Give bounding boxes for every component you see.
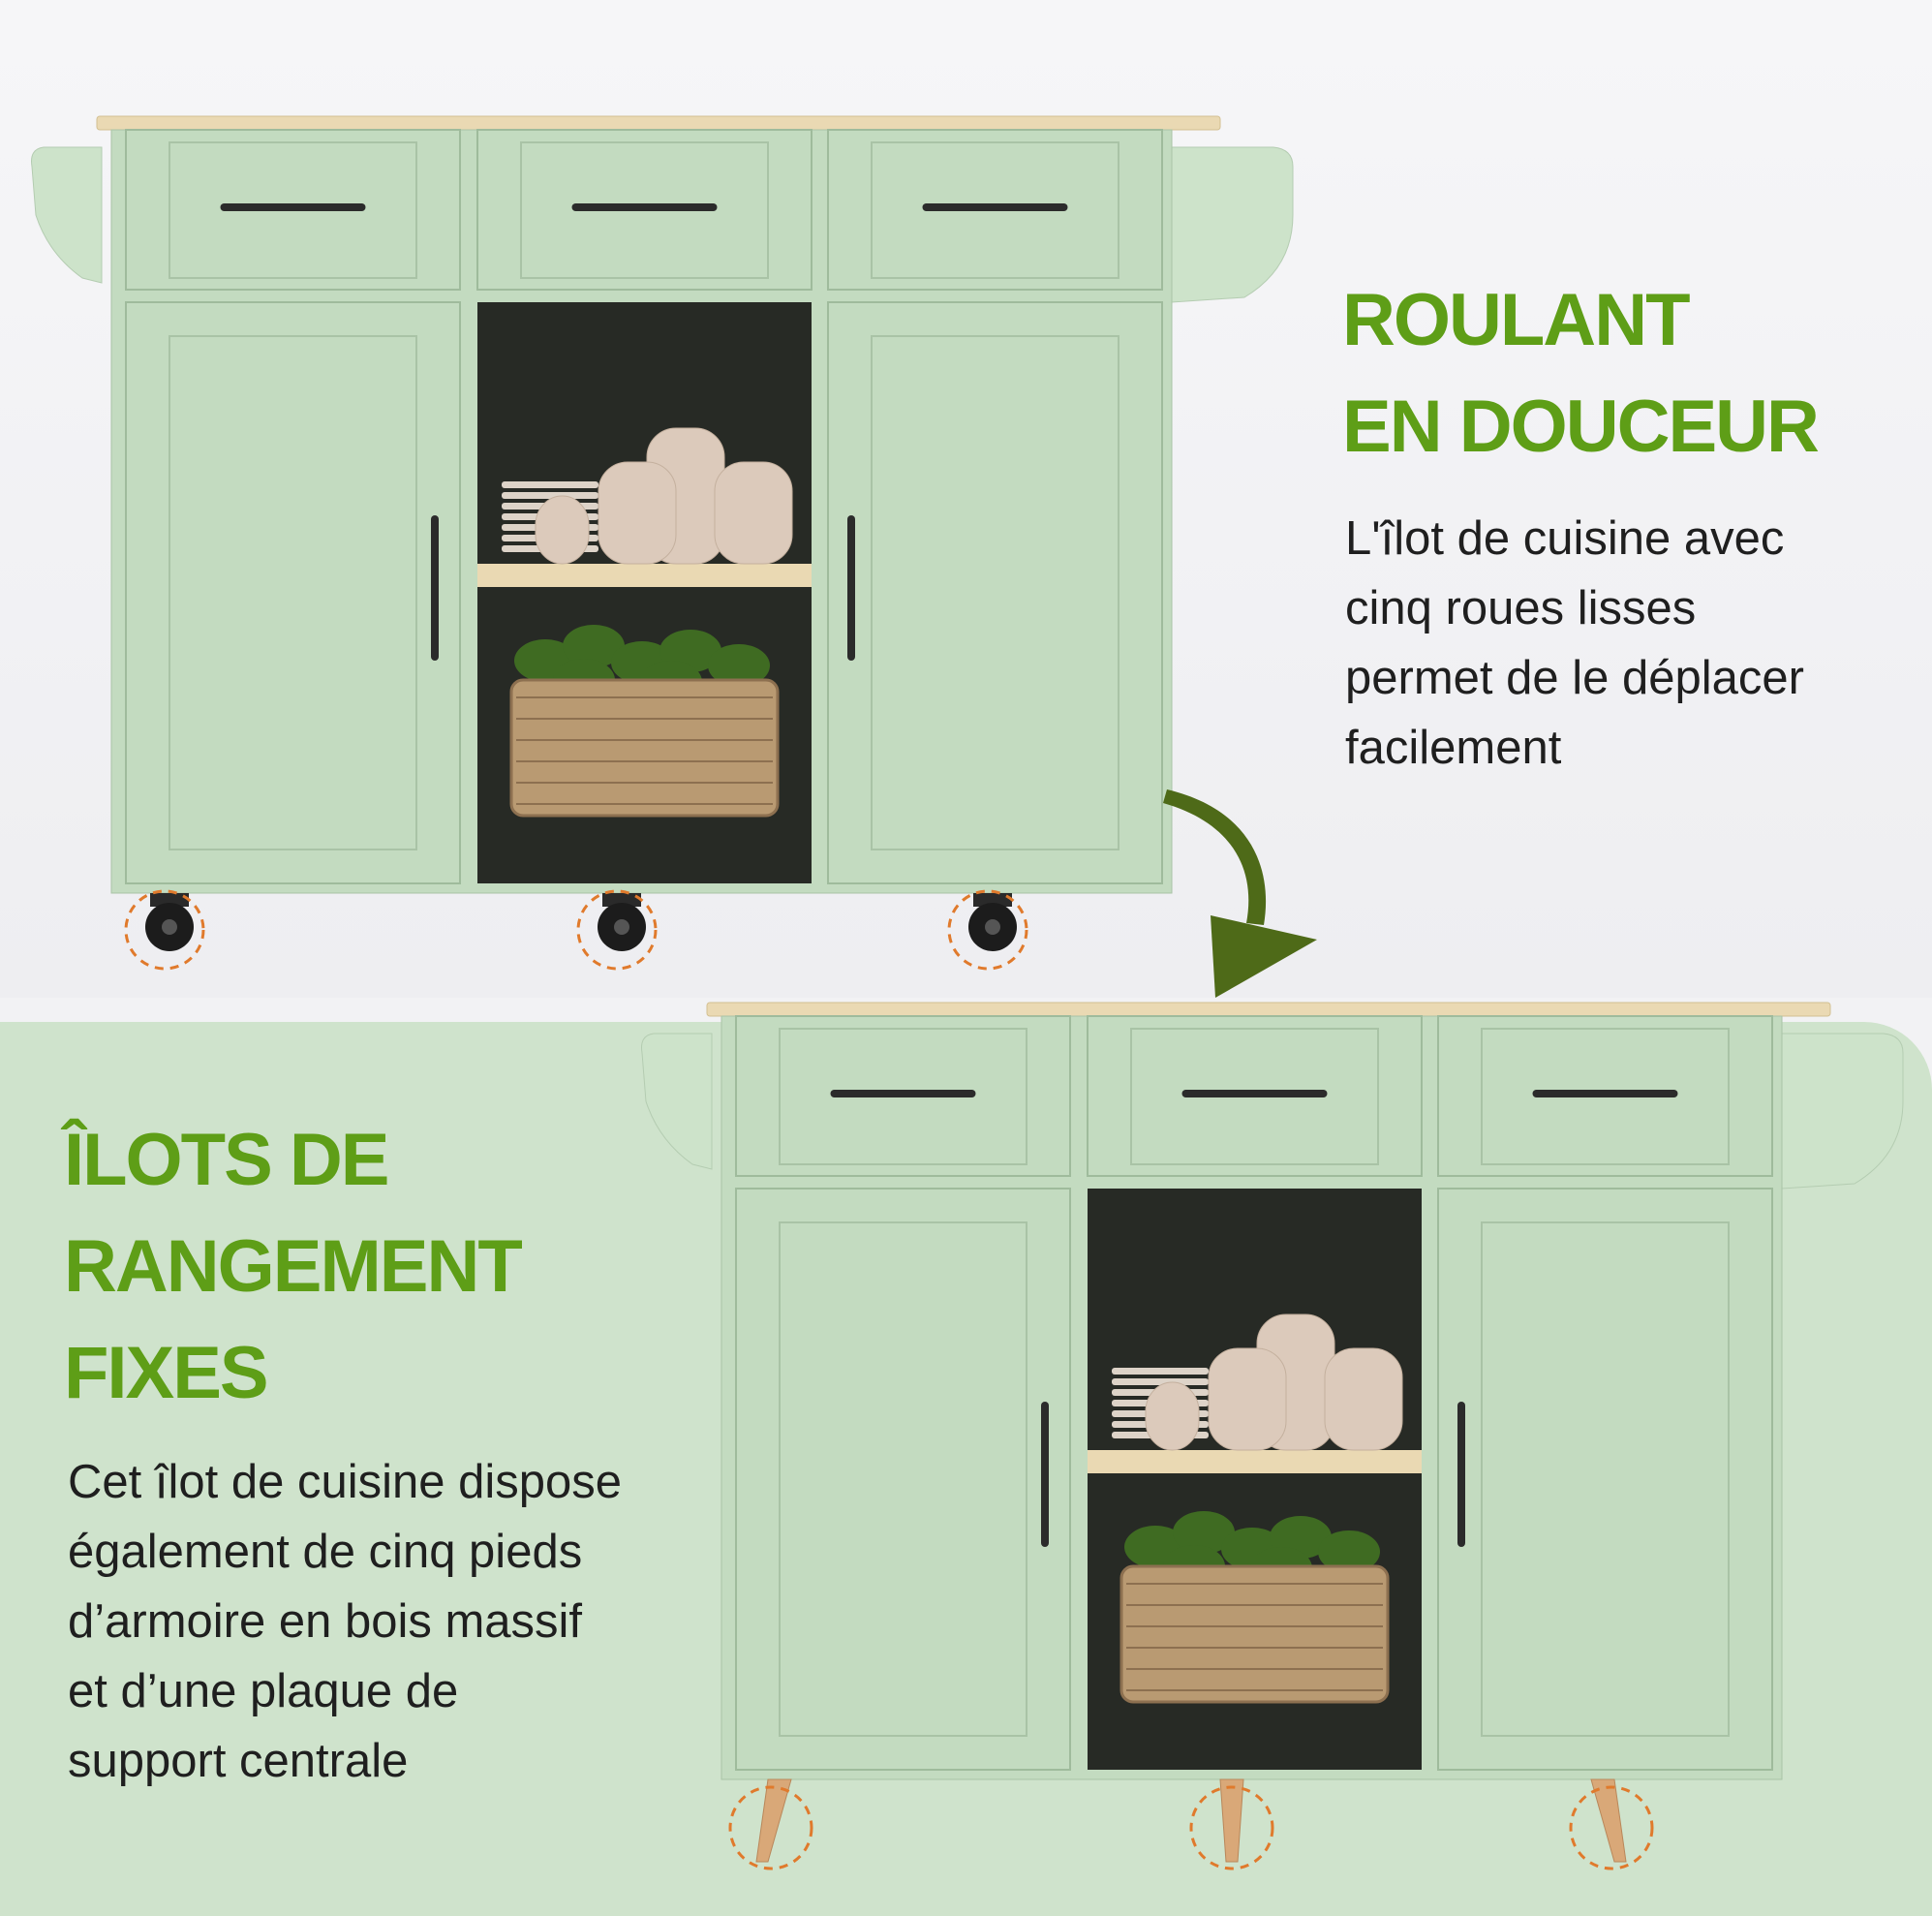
description-line: permet de le déplacer — [1345, 652, 1804, 704]
description-line: L'îlot de cuisine avec — [1345, 512, 1785, 565]
cabinet-door — [735, 1188, 1071, 1771]
side-panel-right — [1781, 1033, 1904, 1190]
vase — [1208, 1347, 1287, 1451]
wicker-basket — [509, 678, 780, 818]
door-front — [735, 1188, 1071, 1771]
side-panel-left — [31, 146, 103, 284]
door-handle — [1457, 1402, 1465, 1547]
door-handle — [1041, 1402, 1049, 1547]
drawer-handle — [571, 203, 718, 211]
door-handle — [847, 515, 855, 661]
cabinet-illustration — [641, 1002, 1904, 1870]
dashed-circle-icon — [1569, 1785, 1654, 1870]
vase — [535, 495, 590, 565]
heading-line: EN DOUCEUR — [1342, 386, 1820, 468]
cabinet-door — [125, 301, 461, 884]
caster-mount — [150, 893, 189, 907]
drawer-inset — [779, 1028, 1027, 1165]
description-line: et d’une plaque de — [68, 1665, 459, 1717]
avocado — [1173, 1511, 1235, 1554]
caster-hub — [162, 919, 177, 935]
wooden-leg — [1219, 1778, 1244, 1863]
drawer — [1087, 1015, 1423, 1177]
drawer-handle — [922, 203, 1068, 211]
drawer-handle — [1532, 1090, 1678, 1097]
door-front — [125, 301, 461, 884]
description-line: Cet îlot de cuisine dispose — [68, 1456, 622, 1508]
middle-shelf-board — [477, 564, 812, 587]
drawer-inset — [1481, 1028, 1730, 1165]
drawer — [1437, 1015, 1773, 1177]
vase — [714, 461, 793, 565]
cabinet-on-legs — [641, 1002, 1904, 1870]
dashed-circle-icon — [1189, 1785, 1274, 1870]
section-2-heading: ÎLOTS DE RANGEMENT FIXES — [64, 1107, 523, 1427]
cabinet-door — [827, 301, 1163, 884]
section-1-heading: ROULANT EN DOUCEUR — [1342, 267, 1820, 480]
wooden-leg — [1590, 1778, 1627, 1863]
avocado — [563, 625, 625, 667]
heading-line: RANGEMENT — [64, 1225, 523, 1308]
avocado — [708, 644, 770, 687]
drawer — [735, 1015, 1071, 1177]
wooden-leg — [755, 1778, 792, 1863]
description-line: cinq roues lisses — [1345, 582, 1697, 634]
cabinet-on-wheels — [31, 115, 1294, 971]
door-front — [827, 301, 1163, 884]
caster-hub — [614, 919, 629, 935]
arrow-head — [1211, 915, 1317, 998]
drawer-inset — [169, 141, 417, 279]
drawer-inset — [871, 141, 1119, 279]
drawer-handle — [1181, 1090, 1328, 1097]
heading-line: ÎLOTS DE — [64, 1119, 389, 1201]
wicker-basket — [1119, 1564, 1390, 1704]
vase — [1324, 1347, 1403, 1451]
vase — [1145, 1381, 1200, 1451]
caster-hub — [985, 919, 1000, 935]
plate — [1112, 1368, 1209, 1375]
drawer — [125, 129, 461, 291]
dashed-circle-icon — [947, 889, 1028, 971]
plate — [1112, 1378, 1209, 1385]
description-line: support centrale — [68, 1735, 409, 1787]
caster-mount — [973, 893, 1012, 907]
dashed-circle-icon — [124, 889, 205, 971]
cabinet-door — [1437, 1188, 1773, 1771]
caster-mount — [602, 893, 641, 907]
door-front — [1437, 1188, 1773, 1771]
vase — [598, 461, 677, 565]
cabinet-illustration — [31, 115, 1294, 971]
drawer — [476, 129, 813, 291]
drawer-handle — [830, 1090, 976, 1097]
section-2-description: Cet îlot de cuisine dispose également de… — [68, 1447, 784, 1796]
plate — [502, 492, 598, 499]
arrow-shaft — [1163, 789, 1267, 925]
countertop — [96, 115, 1221, 131]
dashed-circle-icon — [576, 889, 658, 971]
door-handle — [431, 515, 439, 661]
door-inset — [169, 335, 417, 850]
drawer-inset — [520, 141, 769, 279]
side-panel-left — [641, 1033, 713, 1170]
dashed-circle-icon — [728, 1785, 813, 1870]
description-line: d’armoire en bois massif — [68, 1595, 583, 1648]
door-inset — [871, 335, 1119, 850]
door-inset — [779, 1221, 1027, 1737]
description-line: également de cinq pieds — [68, 1526, 583, 1578]
description-line: facilement — [1345, 722, 1562, 774]
curved-arrow-icon — [1163, 789, 1317, 998]
heading-line: ROULANT — [1342, 279, 1691, 361]
middle-shelf-board — [1088, 1450, 1422, 1473]
door-inset — [1481, 1221, 1730, 1737]
avocado — [1318, 1530, 1380, 1573]
drawer — [827, 129, 1163, 291]
plate — [502, 481, 598, 488]
drawer-handle — [220, 203, 366, 211]
section-1-description: L'îlot de cuisine avec cinq roues lisses… — [1345, 504, 1926, 783]
heading-line: FIXES — [64, 1332, 269, 1414]
countertop — [706, 1002, 1831, 1017]
drawer-inset — [1130, 1028, 1379, 1165]
side-panel-right — [1171, 146, 1294, 303]
